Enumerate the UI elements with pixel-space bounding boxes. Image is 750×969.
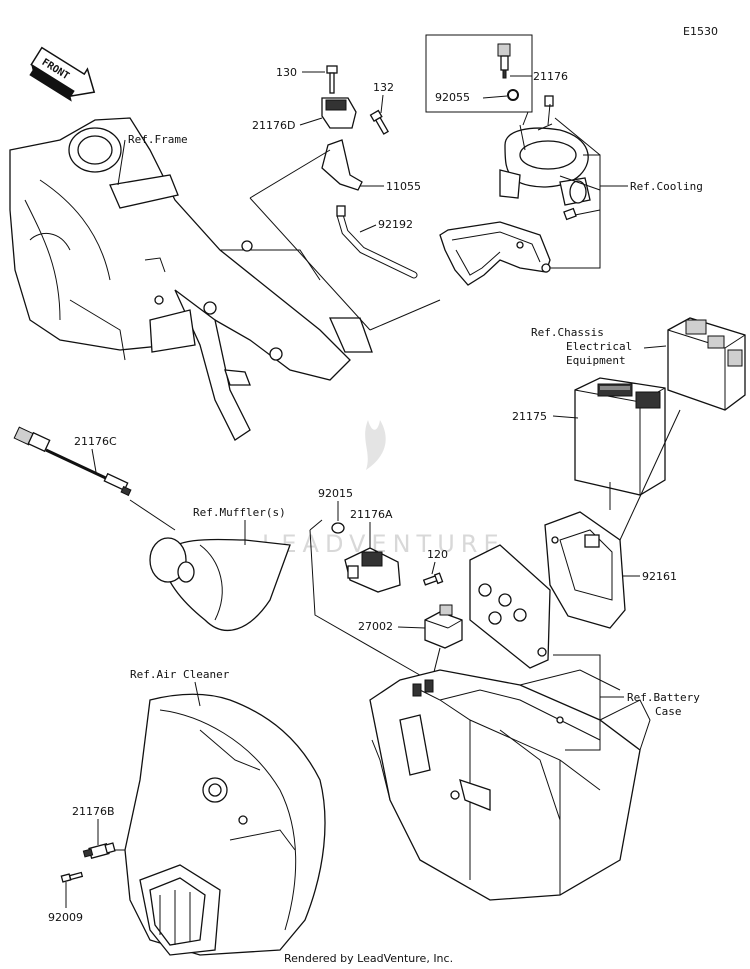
- ref-chassis-label-2: Electrical: [566, 340, 632, 353]
- thermostat-housing: [499, 95, 591, 221]
- leadventure-watermark: LEADVENTURE: [262, 420, 505, 558]
- label-21176B: 21176B: [72, 805, 115, 818]
- label-120: 120: [427, 548, 448, 561]
- battery-case: [369, 669, 651, 901]
- part-21176-group-box: [425, 34, 533, 113]
- watermark-text: LEADVENTURE: [262, 530, 505, 558]
- ref-cooling-label: Ref.Cooling: [630, 180, 703, 193]
- label-11055: 11055: [386, 180, 421, 193]
- bolt-130: [326, 65, 338, 94]
- label-27002: 27002: [358, 620, 393, 633]
- ecu-bracket-92161: [544, 511, 626, 629]
- footer-credit: Rendered by LeadVenture, Inc.: [284, 952, 453, 965]
- label-21175: 21175: [512, 410, 547, 423]
- ref-battery-label-1: Ref.Battery: [627, 691, 700, 704]
- label-92055: 92055: [435, 91, 470, 104]
- bolt-132: [369, 109, 389, 135]
- label-21176: 21176: [533, 70, 568, 83]
- ref-chassis-label-1: Ref.Chassis: [531, 326, 604, 339]
- ecu-21175: [574, 377, 666, 496]
- label-132: 132: [373, 81, 394, 94]
- ref-battery-label-2: Case: [655, 705, 682, 718]
- muffler: [149, 537, 291, 631]
- label-92009: 92009: [48, 911, 83, 924]
- sensor-21176C: [13, 426, 132, 497]
- chassis-module: [667, 317, 746, 411]
- label-92192: 92192: [378, 218, 413, 231]
- front-arrow-icon: FRONT: [29, 46, 96, 102]
- label-92015: 92015: [318, 487, 353, 500]
- sensor-21176A: [331, 522, 444, 593]
- screw-92009: [60, 871, 84, 883]
- ref-chassis-label-3: Equipment: [566, 354, 626, 367]
- relay-27002: [424, 604, 463, 649]
- sensor-21176B: [82, 842, 116, 859]
- air-cleaner: [108, 693, 326, 956]
- label-130: 130: [276, 66, 297, 79]
- label-21176C: 21176C: [74, 435, 117, 448]
- battery-plate: [469, 544, 551, 669]
- label-21176A: 21176A: [350, 508, 393, 521]
- frame-assembly: [9, 117, 373, 441]
- o-ring-92055: [507, 89, 519, 101]
- ref-muffler-label: Ref.Muffler(s): [193, 506, 286, 519]
- label-92161: 92161: [642, 570, 677, 583]
- label-21176D: 21176D: [252, 119, 295, 132]
- sensor-21176: [497, 43, 511, 79]
- sensor-21176D-assembly: [321, 65, 418, 279]
- diagram-code: E1530: [683, 25, 718, 38]
- ref-frame-label: Ref.Frame: [128, 133, 188, 146]
- ref-air-cleaner-label: Ref.Air Cleaner: [130, 668, 230, 681]
